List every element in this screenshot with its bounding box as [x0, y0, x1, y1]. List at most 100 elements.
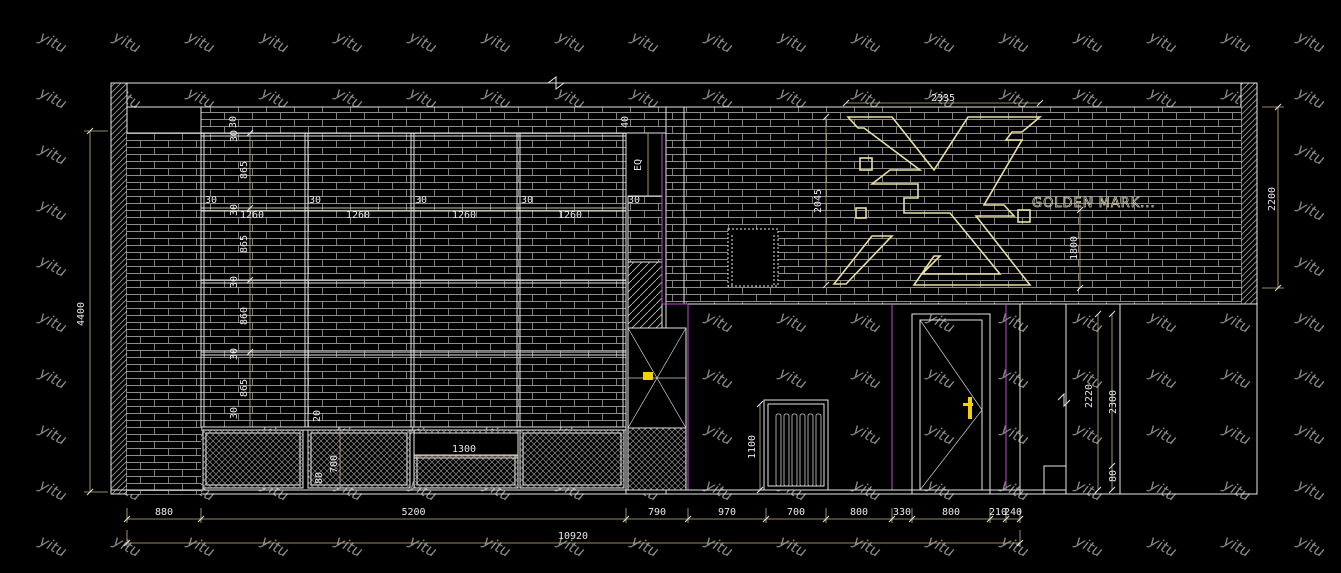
shelf-spacer-label: 30 [229, 348, 240, 360]
watermark-text: yitu [775, 307, 809, 337]
watermark-text: yitu [183, 531, 217, 561]
watermark-text: yitu [331, 531, 365, 561]
watermark-text: yitu [479, 27, 513, 57]
shelf-height-label: 865 [239, 379, 250, 397]
dimension-segment-label: 880 [155, 507, 173, 518]
watermark-text: yitu [701, 419, 735, 449]
watermark-text: yitu [849, 27, 883, 57]
lamp-icon [643, 372, 653, 380]
watermark-text: yitu [1293, 475, 1327, 505]
watermark-text: yitu [35, 139, 69, 169]
watermark-text: yitu [35, 27, 69, 57]
watermark-text: yitu [257, 27, 291, 57]
sign-width-label: 2335 [931, 93, 955, 104]
watermark-text: yitu [1145, 307, 1179, 337]
watermark-text: yitu [1219, 27, 1253, 57]
watermark-text: yitu [1071, 475, 1105, 505]
watermark-text: yitu [1071, 531, 1105, 561]
dimension-segment-label: 800 [850, 507, 868, 518]
entrance-door[interactable] [911, 313, 991, 495]
watermark-text: yitu [35, 531, 69, 561]
watermark-text: yitu [997, 27, 1031, 57]
watermark-text: yitu [775, 363, 809, 393]
watermark-text: yitu [405, 27, 439, 57]
watermark-text: yitu [849, 531, 883, 561]
watermark-text: yitu [1145, 531, 1179, 561]
brick-wall-top [201, 107, 666, 133]
shelf-width-label: 1260 [558, 210, 582, 221]
bar-stool [727, 228, 779, 287]
right-return [1019, 304, 1257, 495]
dimension-segment-label: 240 [1004, 507, 1022, 518]
watermark-text: yitu [1293, 363, 1327, 393]
sign-mount-label: 1800 [1069, 236, 1080, 260]
watermark-text: yitu [109, 531, 143, 561]
watermark-text: yitu [1145, 363, 1179, 393]
watermark-text: yitu [627, 27, 661, 57]
shelf-height-label: 865 [239, 161, 250, 179]
shelf-top-gap-label: 30 [228, 116, 239, 128]
shelf-height-label: 860 [239, 307, 250, 325]
overall-height-label: 4400 [76, 302, 87, 326]
watermark-text: yitu [849, 363, 883, 393]
watermark-text: yitu [701, 363, 735, 393]
shelf-spacer-label: 30 [205, 195, 217, 206]
dimension-segment-label: 210 [989, 507, 1007, 518]
right-height-label: 2200 [1267, 187, 1278, 211]
dimension-segment-label: 330 [893, 507, 911, 518]
watermark-text: yitu [1293, 307, 1327, 337]
overall-width-label: 10920 [558, 531, 588, 542]
watermark-text: yitu [35, 307, 69, 337]
dimension-segment-label: 5200 [401, 507, 425, 518]
watermark-text: yitu [35, 419, 69, 449]
watermark-text: yitu [997, 307, 1031, 337]
watermark-text: yitu [1293, 83, 1327, 113]
watermark-text: yitu [553, 27, 587, 57]
watermark-text: yitu [997, 363, 1031, 393]
watermark-text: yitu [775, 27, 809, 57]
watermark-text: yitu [331, 27, 365, 57]
watermark-text: yitu [1293, 251, 1327, 281]
shelf-width-label: 1260 [240, 210, 264, 221]
watermark-text: yitu [183, 27, 217, 57]
watermark-text: yitu [1293, 27, 1327, 57]
watermark-text: yitu [997, 531, 1031, 561]
shelf-height-label: 865 [239, 235, 250, 253]
watermark-text: yitu [849, 307, 883, 337]
side-column [625, 132, 689, 495]
watermark-text: yitu [849, 419, 883, 449]
base-gap-label: 20 [312, 410, 323, 422]
watermark-text: yitu [109, 27, 143, 57]
brick-wall-left [127, 133, 201, 494]
door-handle-icon [968, 397, 972, 419]
shelf-side-gap-label: 40 [620, 116, 631, 128]
shelf-spacer-label: 30 [309, 195, 321, 206]
watermark-text: yitu [701, 27, 735, 57]
watermark-text: yitu [35, 195, 69, 225]
watermark-text: yitu [1219, 531, 1253, 561]
base-cabinet-door [202, 429, 304, 489]
dimension-segment-label: 800 [942, 507, 960, 518]
shelf-width-label: 1260 [346, 210, 370, 221]
watermark-text: yitu [35, 363, 69, 393]
left-wall-section [110, 82, 128, 495]
watermark-text: yitu [35, 83, 69, 113]
shelf-spacer-label: 30 [229, 130, 240, 142]
watermark-text: yitu [1293, 419, 1327, 449]
watermark-text: yitu [479, 531, 513, 561]
watermark-text: yitu [1071, 27, 1105, 57]
reception-counter [763, 399, 829, 491]
watermark-text: yitu [1219, 363, 1253, 393]
watermark-text: yitu [405, 531, 439, 561]
x-logo [832, 116, 1043, 286]
shelf-width-label: 1260 [452, 210, 476, 221]
watermark-text: yitu [1145, 419, 1179, 449]
sign-height-label: 2045 [813, 189, 824, 213]
watermark-text: yitu [701, 531, 735, 561]
shelf-spacer-label: 30 [229, 276, 240, 288]
right-lower-inner-label: 2220 [1084, 384, 1095, 408]
watermark-text: yitu [35, 475, 69, 505]
watermark-text: yitu [923, 419, 957, 449]
